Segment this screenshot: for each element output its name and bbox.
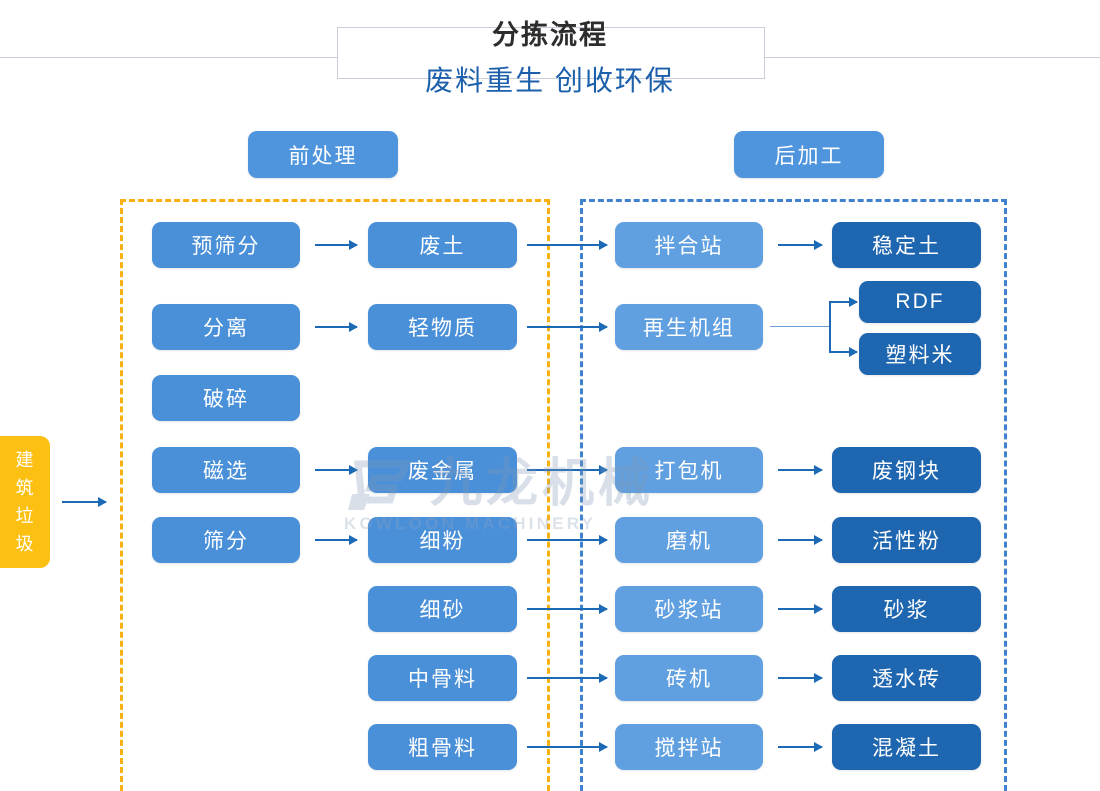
arrow-regen-to-rdf (829, 297, 858, 307)
node-waste-metal[interactable]: 废金属 (368, 447, 517, 493)
node-fine-sand[interactable]: 细砂 (368, 586, 517, 632)
page-title: 分拣流程 (492, 20, 608, 50)
arrow-input-to-pretreatment (62, 497, 107, 507)
arrow-regen-to-plastic (829, 347, 858, 357)
header-rule-left (0, 57, 338, 58)
node-fine-powder[interactable]: 细粉 (368, 517, 517, 563)
node-separation[interactable]: 分离 (152, 304, 300, 350)
node-pre-screening[interactable]: 预筛分 (152, 222, 300, 268)
arrow-regen-stem (770, 326, 830, 327)
arrow-magnetic-to-metal (315, 465, 358, 475)
section-badge-postprocessing[interactable]: 后加工 (734, 131, 884, 178)
arrow-mixing-to-stabilized-soil (778, 240, 823, 250)
node-mortar-station[interactable]: 砂浆站 (615, 586, 763, 632)
input-material-chip: 建筑垃圾 (0, 436, 50, 568)
arrow-mill-to-active-powder (778, 535, 823, 545)
node-brick-machine[interactable]: 砖机 (615, 655, 763, 701)
arrow-regen-branch-bus (829, 302, 831, 352)
arrow-coarseagg-to-mixing (527, 742, 608, 752)
node-baler[interactable]: 打包机 (615, 447, 763, 493)
node-crushing[interactable]: 破碎 (152, 375, 300, 421)
arrow-station-to-concrete (778, 742, 823, 752)
node-permeable-brick[interactable]: 透水砖 (832, 655, 981, 701)
node-screening[interactable]: 筛分 (152, 517, 300, 563)
group-frame-postprocessing (580, 199, 1007, 791)
arrow-prescreen-to-wastesoil (315, 240, 358, 250)
header-frame (337, 27, 765, 79)
arrow-sand-to-mortar-station (527, 604, 608, 614)
node-mill[interactable]: 磨机 (615, 517, 763, 563)
arrow-mortar-to-mortar (778, 604, 823, 614)
arrow-separation-to-light (315, 322, 358, 332)
arrow-powder-to-mill (527, 535, 608, 545)
node-active-powder[interactable]: 活性粉 (832, 517, 981, 563)
arrow-brick-to-permeable-brick (778, 673, 823, 683)
arrow-metal-to-baler (527, 465, 608, 475)
page-subtitle: 废料重生 创收环保 (425, 65, 675, 96)
arrow-light-to-regen (527, 322, 608, 332)
input-material-label: 建筑垃圾 (15, 450, 35, 554)
section-badge-pretreatment[interactable]: 前处理 (248, 131, 398, 178)
arrow-baler-to-scrap-steel (778, 465, 823, 475)
node-mixing-station[interactable]: 拌合站 (615, 222, 763, 268)
node-light-material[interactable]: 轻物质 (368, 304, 517, 350)
node-plastic-pellet[interactable]: 塑料米 (859, 333, 981, 375)
arrow-wastesoil-to-mixing (527, 240, 608, 250)
node-scrap-steel[interactable]: 废钢块 (832, 447, 981, 493)
node-stabilized-soil[interactable]: 稳定土 (832, 222, 981, 268)
header-rule-right (764, 57, 1100, 58)
node-medium-aggregate[interactable]: 中骨料 (368, 655, 517, 701)
node-rdf[interactable]: RDF (859, 281, 981, 323)
node-concrete-station[interactable]: 搅拌站 (615, 724, 763, 770)
node-regeneration-unit[interactable]: 再生机组 (615, 304, 763, 350)
node-magnetic-separation[interactable]: 磁选 (152, 447, 300, 493)
node-mortar[interactable]: 砂浆 (832, 586, 981, 632)
arrow-screening-to-finepowder (315, 535, 358, 545)
group-frame-pretreatment (120, 199, 550, 791)
node-waste-soil[interactable]: 废土 (368, 222, 517, 268)
node-concrete[interactable]: 混凝土 (832, 724, 981, 770)
arrow-medagg-to-brick (527, 673, 608, 683)
node-coarse-aggregate[interactable]: 粗骨料 (368, 724, 517, 770)
